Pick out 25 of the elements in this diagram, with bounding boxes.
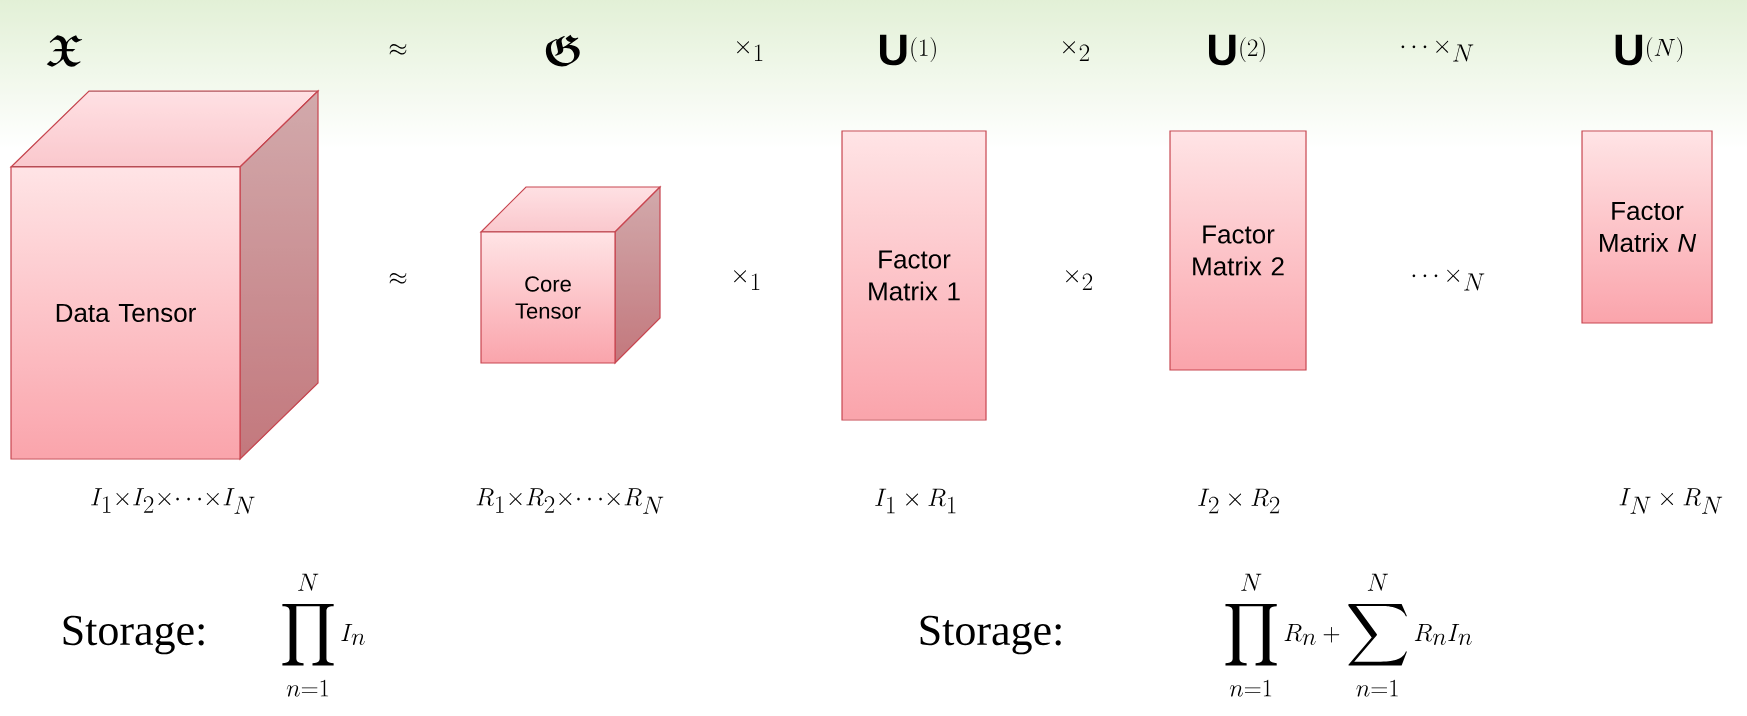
- operator-symbol: $\boldsymbol{\mathfrak{X}}$: [46, 35, 83, 67]
- operator-symbol: $\times_1$: [734, 270, 760, 290]
- operator-symbol: $\cdots\times_N$: [1412, 269, 1485, 291]
- operator-symbol: $\cdots\times_N$: [1401, 40, 1474, 62]
- operator-symbol: $\mathbf{U}^{(2)}$: [1209, 34, 1265, 66]
- dimension-formula: $I_1{\times}I_2{\times}{\cdots}{\times}I_N$: [91, 488, 255, 514]
- operator-symbol: $\mathbf{U}^{(N)}$: [1615, 34, 1683, 66]
- matrix-box: Factor Matrix 2: [1169, 130, 1307, 371]
- operator-symbol: $\times_2$: [1066, 270, 1093, 290]
- operator-symbol: $\approx$: [389, 44, 407, 55]
- operator-symbol: $\mathbf{U}^{(1)}$: [880, 34, 936, 66]
- operator-symbol: $\boldsymbol{\mathfrak{G}}$: [545, 34, 580, 67]
- dimension-formula: $R_1{\times}R_2{\times}{\cdots}{\times}R_N$: [476, 488, 664, 514]
- storage-label: Storage:: [920, 615, 1061, 655]
- matrix-box: Factor Matrix N: [1581, 130, 1713, 324]
- storage-formula: $\prod_{n=1}^{N} I_n$: [282, 573, 365, 697]
- dimension-formula: $I_N \times R_N$: [1619, 488, 1723, 514]
- dimension-formula: $I_2 \times R_2$: [1198, 488, 1280, 514]
- storage-label: Storage:: [63, 615, 204, 655]
- operator-symbol: $\approx$: [389, 273, 407, 284]
- operator-symbol: $\times_2$: [1063, 41, 1090, 61]
- operator-symbol: $\times_1$: [737, 41, 763, 61]
- storage-formula: $\prod_{n=1}^{N} R_n + \sum_{n=1}^{N} R_n I_n$: [1225, 573, 1472, 697]
- dimension-formula: $I_1 \times R_1$: [875, 488, 956, 514]
- matrix-box: Factor Matrix 1: [841, 130, 987, 421]
